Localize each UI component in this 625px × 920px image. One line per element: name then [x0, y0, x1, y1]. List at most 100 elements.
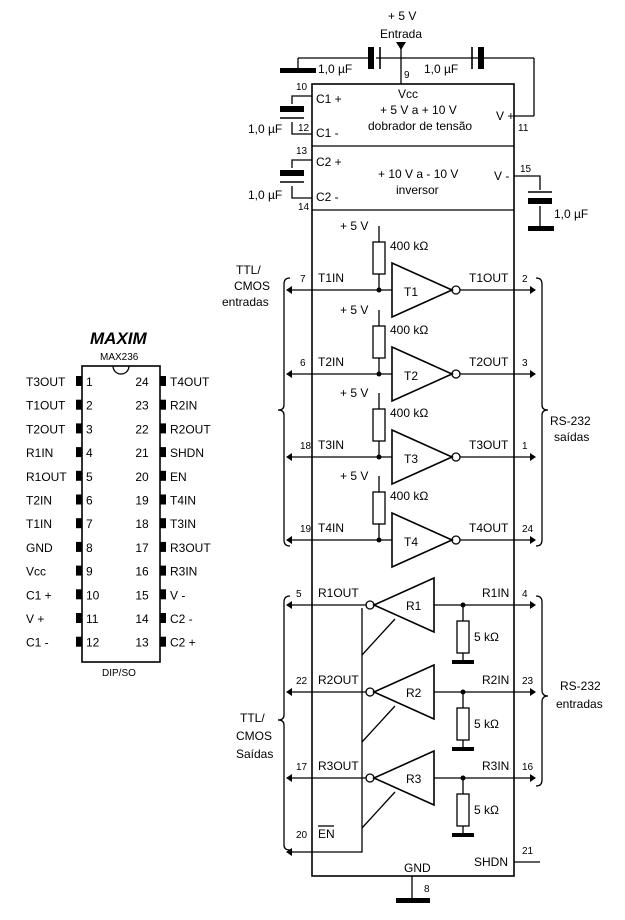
- pin-stub: [160, 541, 166, 552]
- ground-icon: [452, 833, 474, 837]
- pin-stub: [76, 494, 82, 505]
- ttl-in-bracket: [277, 277, 291, 547]
- pin-number: 11: [86, 612, 99, 626]
- pin-label: R2OUT: [170, 422, 211, 436]
- supply-label: + 5 V: [340, 469, 368, 483]
- pin-number: 8: [86, 541, 93, 555]
- pin-number: 21: [135, 446, 149, 460]
- pin-stub: [76, 565, 82, 576]
- pin-label: T1OUT: [26, 399, 66, 413]
- rs232-in-bracket: [535, 595, 549, 787]
- c1-plate: [280, 106, 304, 112]
- buffer-triangle: [391, 428, 454, 486]
- pin-number: 20: [135, 470, 149, 484]
- doubler-line1: + 5 V a + 10 V: [380, 103, 457, 117]
- ic-body: [81, 365, 161, 663]
- pin-stub: [160, 447, 166, 458]
- ttl-in-l3: entradas: [222, 295, 269, 309]
- pin-label: C2 -: [170, 612, 193, 626]
- pin-number: 5: [86, 470, 93, 484]
- arrow-icon: [530, 453, 536, 461]
- pulldown-resistor: [456, 793, 470, 827]
- pin-number: 22: [135, 422, 149, 436]
- enable-line: [292, 608, 363, 853]
- pin-number: 1: [86, 375, 93, 389]
- pin-label: C1 -: [26, 636, 49, 650]
- pin-in: 23: [522, 676, 534, 687]
- pin-in: 18: [300, 441, 312, 452]
- arrow-icon: [530, 286, 536, 294]
- ic-notch: [112, 365, 130, 375]
- pin-label: T4IN: [170, 494, 196, 508]
- pin-stub: [160, 589, 166, 600]
- rs232-out-l1: RS-232: [550, 414, 591, 428]
- pin-stub: [160, 494, 166, 505]
- pullup-resistor: [372, 491, 386, 525]
- rs232-in-l1: RS-232: [560, 679, 601, 693]
- chip-outline: [311, 83, 515, 877]
- pullup-resistor: [372, 408, 386, 442]
- pin-stub: [160, 613, 166, 623]
- pulldown-resistor: [456, 620, 470, 654]
- receiver-triangle: [372, 749, 435, 807]
- pin-number: 17: [135, 541, 149, 555]
- pin-number: 24: [135, 375, 149, 389]
- c1-wires: [291, 95, 312, 135]
- pin-label: C2 +: [170, 636, 196, 650]
- pin-out: 24: [522, 524, 534, 535]
- supply-voltage: + 5 V: [388, 9, 416, 23]
- pin-stub: [76, 470, 82, 481]
- rx-out-label: R2OUT: [318, 673, 359, 687]
- ground-icon: [280, 68, 316, 73]
- pin-11: 11: [518, 123, 529, 134]
- pin-stub: [160, 636, 166, 647]
- shdn-label: SHDN: [474, 855, 508, 869]
- pin-number: 16: [135, 565, 149, 579]
- en-label: EN: [318, 827, 335, 841]
- c1-cap-label: 1,0 µF: [248, 122, 282, 136]
- enable-tap: [361, 791, 396, 829]
- ground-icon: [452, 747, 474, 751]
- chip-schematic: + 5 V Entrada 1,0 µF 1,0 µF 9 Vcc 10 C1 …: [222, 9, 603, 903]
- gnd-label: GND: [404, 861, 431, 875]
- arrow-icon: [530, 774, 536, 782]
- resistor-label: 400 kΩ: [390, 239, 428, 253]
- ttl-out-l3: Saídas: [236, 747, 273, 761]
- c2-wires: [291, 159, 312, 199]
- ttl-in-l1: TTL/: [236, 263, 261, 277]
- pin-stub: [160, 518, 166, 529]
- vminus-label: V -: [494, 169, 509, 183]
- en-pin: 20: [296, 830, 308, 841]
- pulldown-resistor: [456, 707, 470, 741]
- pin-out: 1: [522, 441, 528, 452]
- pin-stub: [76, 613, 82, 623]
- cap-right-label: 1,0 µF: [424, 62, 458, 76]
- pin-10: 10: [296, 82, 308, 93]
- resistor-label: 5 kΩ: [474, 630, 499, 644]
- part-number: MAX236: [100, 352, 139, 363]
- rx-out-label: R1OUT: [318, 586, 359, 600]
- arrow-icon: [286, 286, 292, 294]
- resistor-label: 5 kΩ: [474, 717, 499, 731]
- supply-label: + 5 V: [340, 219, 368, 233]
- rs232-in-l2: entradas: [556, 697, 603, 711]
- pin-label: V -: [170, 588, 185, 602]
- resistor-label: 400 kΩ: [390, 323, 428, 337]
- arrow-icon: [286, 370, 292, 378]
- pin-label: T2IN: [26, 494, 52, 508]
- c2-plus: C2 +: [316, 155, 342, 169]
- gnd-pin: 8: [424, 884, 430, 895]
- pin-label: C1 +: [26, 588, 52, 602]
- pin-label: R3IN: [170, 565, 197, 579]
- gate-name: R3: [406, 772, 422, 786]
- doubler-line2: dobrador de tensão: [368, 119, 472, 133]
- receiver-triangle: [372, 663, 435, 721]
- c1-plus: C1 +: [316, 92, 342, 106]
- pin-number: 2: [86, 399, 93, 413]
- pin-in: 16: [522, 762, 534, 773]
